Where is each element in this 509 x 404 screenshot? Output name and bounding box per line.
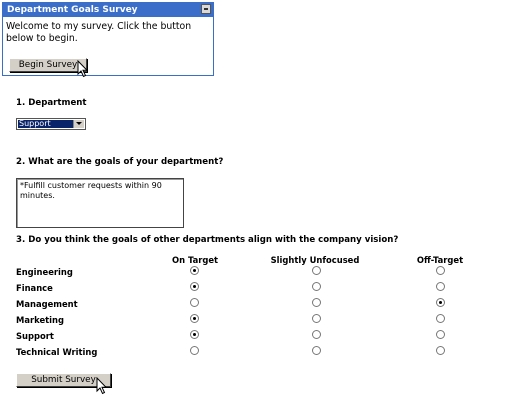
question-3-label: 3. Do you think the goals of other depar… bbox=[16, 235, 399, 245]
radio-management-on-target[interactable] bbox=[190, 298, 199, 307]
portlet-header: Department Goals Survey bbox=[3, 3, 213, 17]
goals-textarea[interactable]: *Fulfill customer requests within 90 min… bbox=[16, 178, 184, 228]
question-2-label: 2. What are the goals of your department… bbox=[16, 157, 224, 167]
radio-finance-on-target[interactable] bbox=[190, 282, 199, 291]
matrix-row-label: Support bbox=[16, 331, 54, 341]
question-1-label: 1. Department bbox=[16, 98, 87, 108]
mouse-cursor-icon bbox=[96, 377, 108, 395]
radio-technical-writing-slightly-unfocused[interactable] bbox=[312, 346, 321, 355]
radio-technical-writing-off-target[interactable] bbox=[436, 346, 445, 355]
begin-survey-button[interactable]: Begin Survey bbox=[9, 58, 87, 72]
matrix-row-label: Finance bbox=[16, 283, 53, 293]
matrix-row-label: Marketing bbox=[16, 315, 64, 325]
department-select[interactable]: Support bbox=[16, 118, 86, 130]
radio-support-on-target[interactable] bbox=[190, 330, 199, 339]
column-header-slightly-unfocused: Slightly Unfocused bbox=[270, 255, 360, 265]
radio-management-off-target[interactable] bbox=[436, 298, 445, 307]
portlet-title: Department Goals Survey bbox=[7, 5, 138, 15]
matrix-row-label: Management bbox=[16, 299, 78, 309]
radio-support-slightly-unfocused[interactable] bbox=[312, 330, 321, 339]
radio-marketing-off-target[interactable] bbox=[436, 314, 445, 323]
matrix-row-label: Technical Writing bbox=[16, 347, 98, 357]
radio-marketing-slightly-unfocused[interactable] bbox=[312, 314, 321, 323]
submit-survey-button[interactable]: Submit Survey bbox=[16, 373, 111, 387]
radio-support-off-target[interactable] bbox=[436, 330, 445, 339]
radio-engineering-slightly-unfocused[interactable] bbox=[312, 266, 321, 275]
mouse-cursor-icon bbox=[77, 60, 89, 78]
column-header-off-target: Off-Target bbox=[416, 255, 464, 265]
column-header-on-target: On Target bbox=[171, 255, 219, 265]
radio-marketing-on-target[interactable] bbox=[190, 314, 199, 323]
radio-engineering-on-target[interactable] bbox=[190, 266, 199, 275]
portlet-intro-text: Welcome to my survey. Click the button b… bbox=[6, 21, 192, 44]
radio-management-slightly-unfocused[interactable] bbox=[312, 298, 321, 307]
radio-finance-slightly-unfocused[interactable] bbox=[312, 282, 321, 291]
minimize-icon[interactable] bbox=[201, 4, 211, 14]
dropdown-arrow-icon[interactable] bbox=[73, 120, 84, 128]
survey-portlet: Department Goals Survey Welcome to my su… bbox=[2, 2, 214, 76]
radio-technical-writing-on-target[interactable] bbox=[190, 346, 199, 355]
matrix-row-label: Engineering bbox=[16, 267, 73, 277]
radio-engineering-off-target[interactable] bbox=[436, 266, 445, 275]
department-select-value: Support bbox=[18, 120, 73, 128]
radio-finance-off-target[interactable] bbox=[436, 282, 445, 291]
